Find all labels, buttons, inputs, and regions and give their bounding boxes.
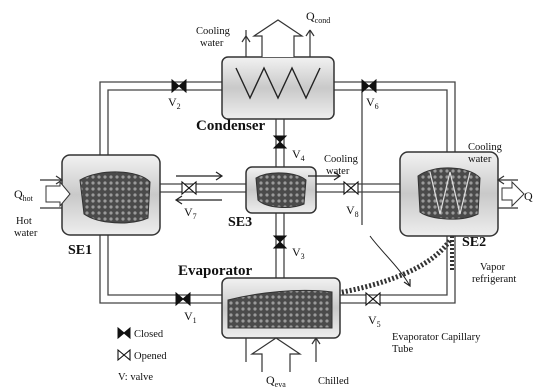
vapor-refrigerant-line2: refrigerant [472, 274, 516, 285]
evaporator-bed [227, 289, 333, 329]
v1-label: V1 [184, 309, 197, 325]
v7-label: V7 [184, 205, 197, 221]
pipe-bottom-right-inner [340, 232, 448, 296]
v3-label: V3 [292, 245, 305, 261]
legend-closed-symbol [117, 326, 131, 340]
cooling-water-top-line1: Cooling [196, 26, 231, 37]
legend-opened-label: Opened [134, 351, 167, 362]
capillary-tube [337, 236, 454, 296]
q-eva-label: Qeva [266, 373, 286, 389]
v2-label: V2 [168, 95, 181, 111]
valve-v8-opened [343, 180, 359, 196]
condenser-coil [235, 66, 321, 100]
se2-bed [417, 167, 481, 220]
q-eva-arrow [250, 337, 302, 372]
hot-water-line2: water [14, 228, 38, 239]
evaporator-label: Evaporator [178, 263, 253, 279]
cooling-water-right-line1: Cooling [468, 142, 503, 153]
evaporator [221, 277, 341, 372]
q-cond-label: Qcond [306, 9, 330, 25]
q-hot-label: Qhot [14, 187, 34, 203]
se3 [245, 166, 317, 214]
valve-v5-opened [365, 291, 381, 307]
v6-label: V6 [366, 95, 379, 111]
pipe-bottom-left-inner [107, 232, 222, 296]
se1 [40, 154, 161, 236]
legend-opened-symbol [117, 348, 131, 362]
q-right-label: Q [524, 189, 533, 203]
valve-v1-closed [175, 291, 191, 307]
valve-v2-closed [171, 78, 187, 94]
chilled-label: Chilled [318, 376, 350, 387]
se3-label: SE3 [228, 215, 252, 230]
labels: Condenser Evaporator SE1 SE2 SE3 V2 V6 V… [14, 9, 533, 389]
valve-v6-closed [361, 78, 377, 94]
q-hot-arrow [45, 180, 71, 208]
valve-v3-closed [272, 235, 288, 249]
vapor-refrigerant-line1: Vapor [480, 262, 506, 273]
pipe-top-left-outer [99, 81, 222, 160]
se1-label: SE1 [68, 243, 92, 258]
v4-label: V4 [292, 147, 305, 163]
pipe-top-right-inner [334, 89, 448, 160]
valve-v7-opened [181, 180, 197, 196]
se1-bed [79, 171, 151, 224]
legend-closed-label: Closed [134, 329, 164, 340]
se2 [399, 151, 525, 237]
condenser [221, 19, 335, 120]
legend-valve-key: V: valve [118, 372, 153, 383]
pipe-top-right-outer [334, 81, 456, 160]
pipe-bottom-left-outer [99, 232, 222, 304]
capillary-line1: Evaporator Capillary [392, 332, 481, 343]
pipe-network [99, 81, 456, 304]
cooling-water-mid-line2: water [326, 166, 350, 177]
flow-arrows [174, 171, 411, 288]
q-cond-arrow [252, 19, 304, 57]
cooling-water-top-line2: water [200, 38, 224, 49]
pipe-bottom-right-outer [340, 232, 456, 304]
capillary-line2: Tube [392, 344, 414, 355]
se2-label: SE2 [462, 235, 486, 250]
hot-water-line1: Hot [16, 216, 32, 227]
legend [117, 326, 131, 362]
q-right-arrow [501, 180, 525, 208]
cooling-water-mid-line1: Cooling [324, 154, 359, 165]
condenser-label: Condenser [196, 118, 266, 134]
cooling-water-right-line2: water [468, 154, 492, 165]
v8-label: V8 [346, 203, 359, 219]
se3-bed [255, 172, 307, 208]
valves [171, 78, 381, 307]
v5-label: V5 [368, 313, 381, 329]
valve-v4-closed [272, 135, 288, 149]
